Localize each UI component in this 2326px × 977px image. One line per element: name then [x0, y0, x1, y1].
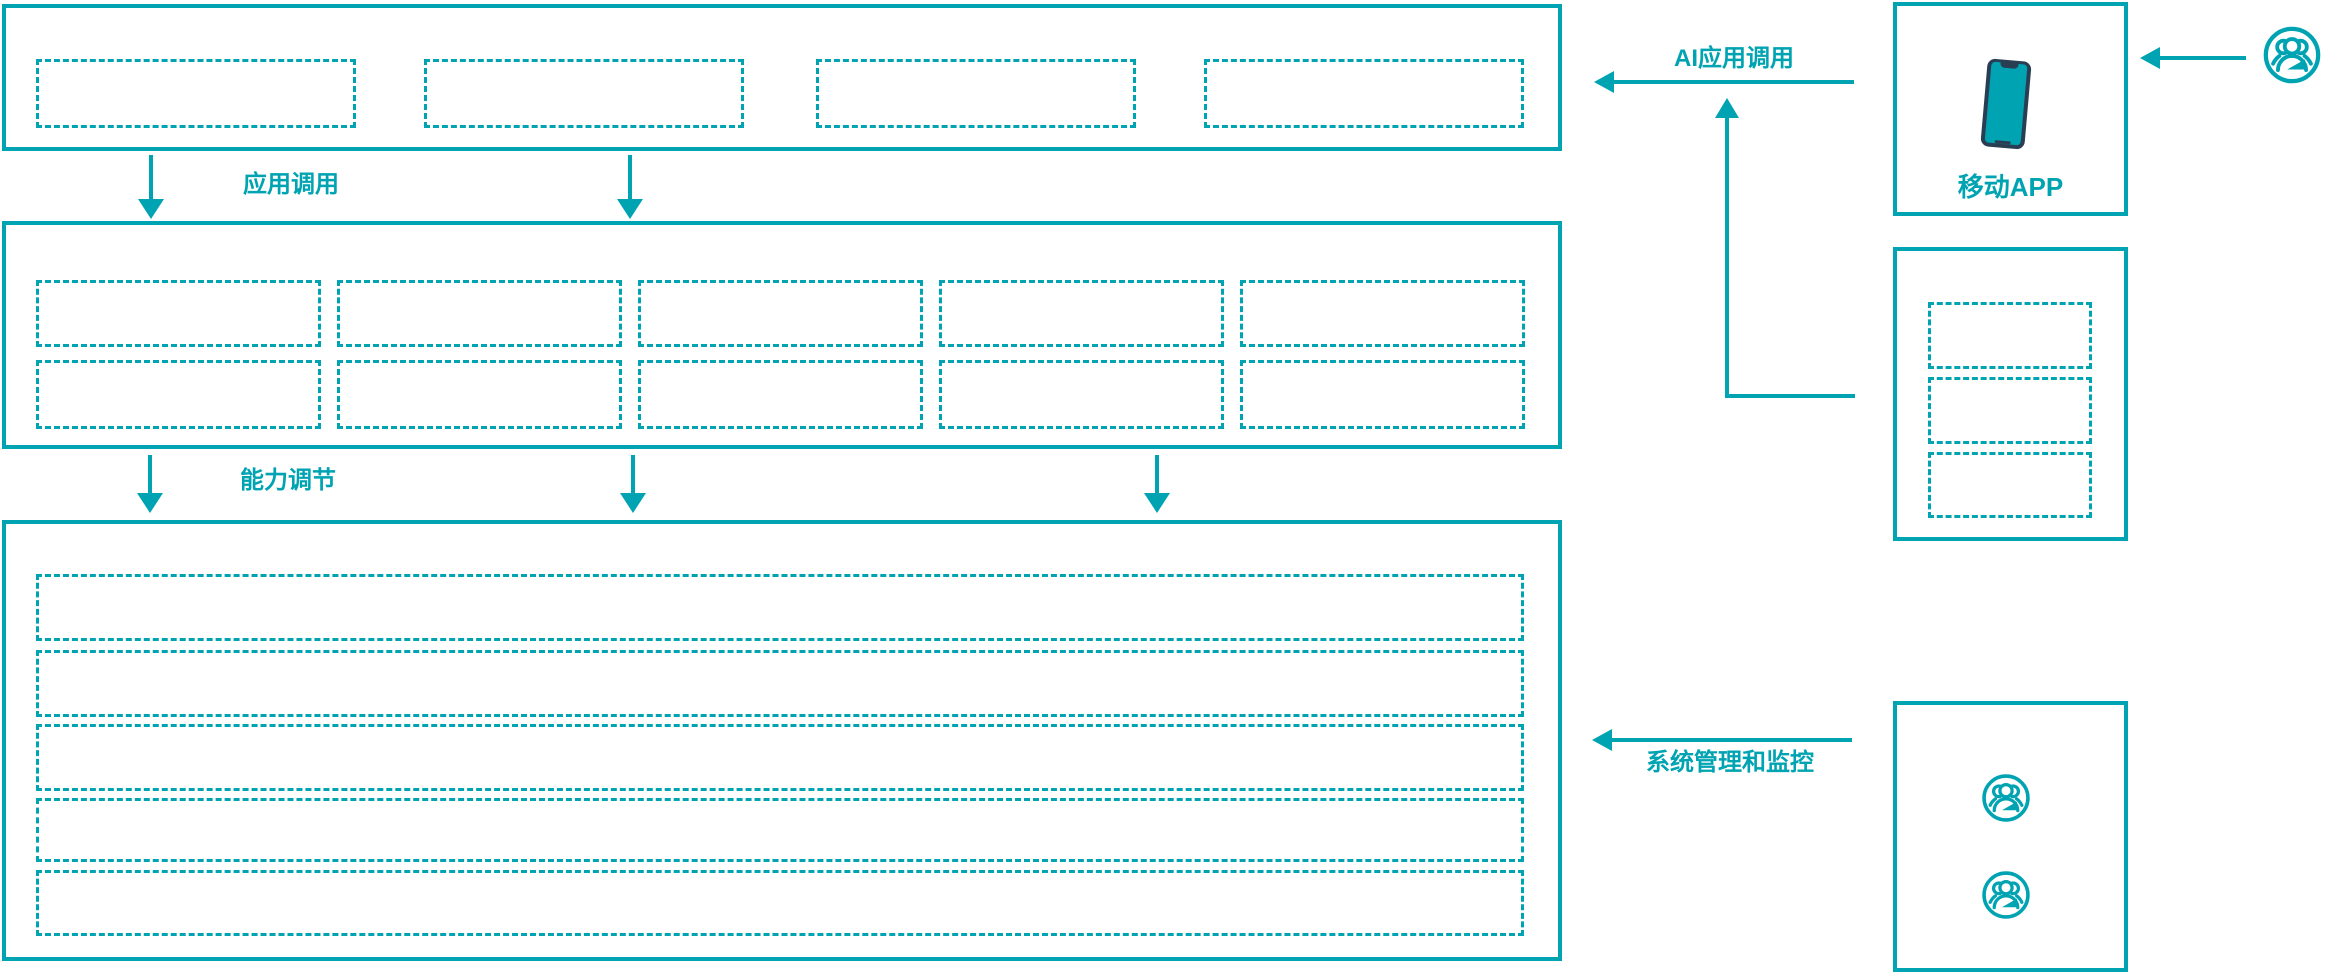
ai-app-call-arrowhead-icon: [1594, 71, 1614, 93]
bottom-layer-row: [36, 724, 1524, 791]
bottom-layer-box: [2, 520, 1562, 961]
api-up-arrowhead-icon: [1715, 98, 1739, 118]
app-call-arrow-line: [149, 155, 153, 201]
top-layer-slot: [816, 59, 1136, 128]
admin-box: [1893, 701, 2128, 972]
api-slot: [1928, 377, 2092, 444]
api-connector-vline: [1725, 116, 1729, 396]
mobile-app-label: 移动APP: [1957, 172, 2064, 202]
capability-arrow-line: [148, 455, 152, 495]
middle-layer-slot: [337, 280, 622, 347]
capability-arrowhead-icon: [137, 493, 163, 513]
top-layer-slot: [36, 59, 356, 128]
phone-home-indicator: [1994, 140, 2011, 145]
middle-layer-slot: [939, 280, 1224, 347]
app-call-arrowhead-icon: [617, 199, 643, 219]
user-group-icon: [2261, 24, 2323, 86]
bottom-layer-row: [36, 574, 1524, 641]
api-connector-hline: [1725, 394, 1855, 398]
top-layer-slot: [1204, 59, 1524, 128]
user-to-app-arrow-line: [2160, 56, 2246, 60]
app-call-arrowhead-icon: [138, 199, 164, 219]
user-group-icon: [1980, 869, 2032, 921]
bottom-layer-row: [36, 650, 1524, 717]
mobile-phone-icon: [1980, 58, 2032, 150]
middle-layer-slot: [1240, 280, 1525, 347]
middle-layer-slot: [638, 360, 923, 429]
middle-layer-slot: [638, 280, 923, 347]
middle-layer-slot: [36, 360, 321, 429]
middle-layer-slot: [337, 360, 622, 429]
ai-app-call-arrow-line: [1614, 80, 1854, 84]
capability-arrowhead-icon: [1144, 493, 1170, 513]
phone-body: [1980, 58, 2032, 150]
capability-arrowhead-icon: [620, 493, 646, 513]
middle-layer-slot: [36, 280, 321, 347]
middle-layer-slot: [1240, 360, 1525, 429]
system-management-arrow-line: [1612, 738, 1852, 742]
app-call-label: 应用调用: [243, 171, 339, 198]
system-management-arrowhead-icon: [1592, 729, 1612, 751]
phone-screen: [1984, 61, 2028, 146]
user-group-icon: [1980, 772, 2032, 824]
api-slot: [1928, 302, 2092, 369]
middle-layer-box: [2, 221, 1562, 449]
bottom-layer-row: [36, 798, 1524, 862]
user-to-app-arrowhead-icon: [2140, 47, 2160, 69]
app-call-arrow-line: [628, 155, 632, 201]
top-layer-slot: [424, 59, 744, 128]
api-slot: [1928, 452, 2092, 518]
middle-layer-slot: [939, 360, 1224, 429]
system-management-label: 系统管理和监控: [1646, 749, 1814, 776]
capability-arrow-line: [631, 455, 635, 495]
ai-app-call-label: AI应用调用: [1674, 45, 1794, 72]
api-box: [1893, 247, 2128, 541]
capability-arrow-line: [1155, 455, 1159, 495]
capability-adjust-label: 能力调节: [240, 467, 336, 494]
bottom-layer-row: [36, 870, 1524, 936]
